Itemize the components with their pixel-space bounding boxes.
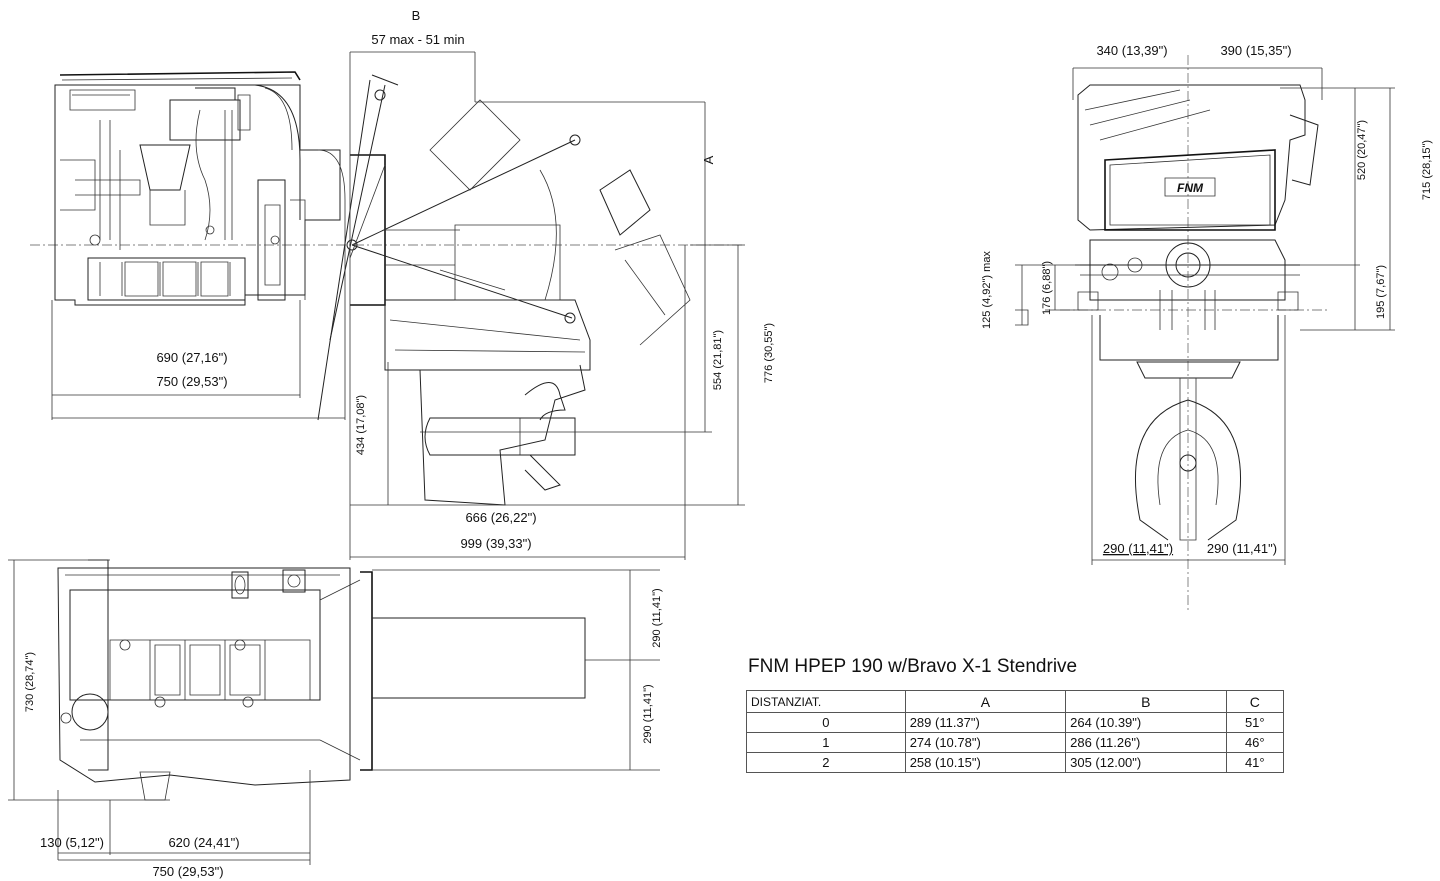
cell-b: 305 (12.00") <box>1065 752 1227 773</box>
side-view-engine <box>30 71 745 320</box>
cell-a: 289 (11.37") <box>904 712 1067 733</box>
table-title: FNM HPEP 190 w/Bravo X-1 Stendrive <box>748 656 1078 677</box>
header-a: A <box>904 690 1067 713</box>
dim-290-left: 290 (11,41") <box>1103 541 1173 556</box>
spacer-table: DISTANZIAT. A B C 0 289 (11.37") 264 (10… <box>746 690 1285 773</box>
dim-666: 666 (26,22") <box>465 510 536 525</box>
header-b: B <box>1065 690 1227 713</box>
dim-434: 434 (17,08") <box>355 395 367 455</box>
header-distanziat: DISTANZIAT. <box>746 690 906 713</box>
dim-690: 690 (27,16") <box>156 350 227 365</box>
dim-554: 554 (21,81") <box>712 330 724 390</box>
table-row: 0 289 (11.37") 264 (10.39") 51° <box>746 712 1285 733</box>
top-view <box>8 559 660 865</box>
dim-176: 176 (6,88") <box>1041 261 1053 315</box>
dim-390: 390 (15,35") <box>1220 43 1291 58</box>
label-b-range: 57 max - 51 min <box>371 32 464 47</box>
label-a: A <box>701 155 716 164</box>
fnm-logo-icon: FNM <box>1164 177 1216 197</box>
fnm-logo-text: FNM <box>1177 181 1204 195</box>
cell-c: 41° <box>1225 752 1285 773</box>
dim-290-upper: 290 (11,41") <box>651 588 663 647</box>
cell-a: 258 (10.15") <box>904 752 1067 773</box>
cell-b: 286 (11.26") <box>1065 732 1227 753</box>
side-view-drive <box>317 74 691 506</box>
label-b-top: B <box>412 8 421 23</box>
table-header-row: DISTANZIAT. A B C <box>746 690 1285 713</box>
dim-290-right: 290 (11,41") <box>1207 541 1277 556</box>
dim-520: 520 (20,47") <box>1356 120 1368 180</box>
cell-c: 51° <box>1225 712 1285 733</box>
dim-750-top: 750 (29,53") <box>156 374 227 389</box>
dim-340: 340 (13,39") <box>1096 43 1167 58</box>
dim-750-bottom: 750 (29,53") <box>152 864 223 879</box>
dim-715: 715 (28,15") <box>1421 140 1433 200</box>
front-view: FNM <box>1015 55 1395 610</box>
side-view-dimensions <box>51 51 745 560</box>
cell-spacer: 2 <box>746 752 906 773</box>
dim-195: 195 (7,67") <box>1375 265 1387 319</box>
dim-620: 620 (24,41") <box>168 835 239 850</box>
dim-290-lower: 290 (11,41") <box>642 684 654 743</box>
dim-125: 125 (4,92") max <box>981 251 993 329</box>
header-c: C <box>1225 690 1285 713</box>
cell-a: 274 (10.78") <box>904 732 1067 753</box>
dim-730: 730 (28,74") <box>24 652 36 712</box>
dim-776: 776 (30,55") <box>763 323 775 383</box>
table-row: 2 258 (10.15") 305 (12.00") 41° <box>746 752 1285 773</box>
dim-130: 130 (5,12") <box>40 835 104 850</box>
table-row: 1 274 (10.78") 286 (11.26") 46° <box>746 732 1285 753</box>
dim-999: 999 (39,33") <box>460 536 531 551</box>
cell-spacer: 0 <box>746 712 906 733</box>
cell-b: 264 (10.39") <box>1065 712 1227 733</box>
cell-c: 46° <box>1225 732 1285 753</box>
cell-spacer: 1 <box>746 732 906 753</box>
